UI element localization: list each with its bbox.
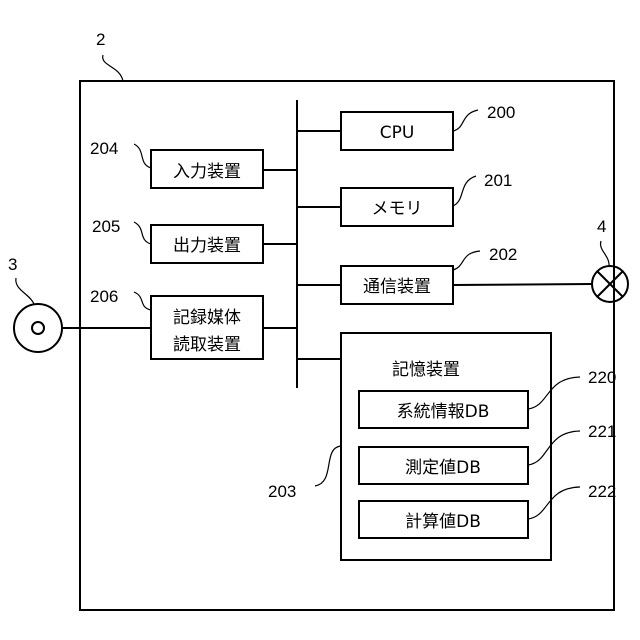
reader-label-line1: 記録媒体 [173, 308, 241, 328]
network-link [453, 284, 592, 285]
ref-db-system-info: 220 [588, 368, 616, 387]
db-measured-label: 測定値DB [405, 458, 481, 478]
ref-comm: 202 [489, 245, 517, 264]
ref-system: 2 [96, 30, 105, 49]
ref-output: 205 [92, 217, 120, 236]
output-label: 出力装置 [173, 236, 241, 256]
ref-reader: 206 [90, 287, 118, 306]
leader-medium [16, 278, 34, 304]
disc-icon [14, 304, 62, 352]
cpu-label: CPU [380, 123, 415, 143]
ref-db-calculated: 222 [588, 482, 616, 501]
reader-label-line2: 読取装置 [173, 335, 241, 355]
memory-label: メモリ [372, 199, 423, 219]
db-system-info-label: 系統情報DB [397, 402, 490, 422]
leader-system [103, 55, 123, 81]
ref-input: 204 [90, 139, 118, 158]
ref-cpu: 200 [487, 103, 515, 122]
ref-network: 4 [597, 217, 606, 236]
comm-label: 通信装置 [363, 277, 431, 297]
input-label: 入力装置 [173, 162, 241, 182]
ref-storage: 203 [268, 482, 296, 501]
ref-memory: 201 [484, 171, 512, 190]
ref-medium: 3 [8, 255, 17, 274]
db-calculated-label: 計算値DB [405, 512, 481, 532]
storage-label: 記憶装置 [392, 360, 460, 380]
ref-db-measured: 221 [588, 422, 616, 441]
